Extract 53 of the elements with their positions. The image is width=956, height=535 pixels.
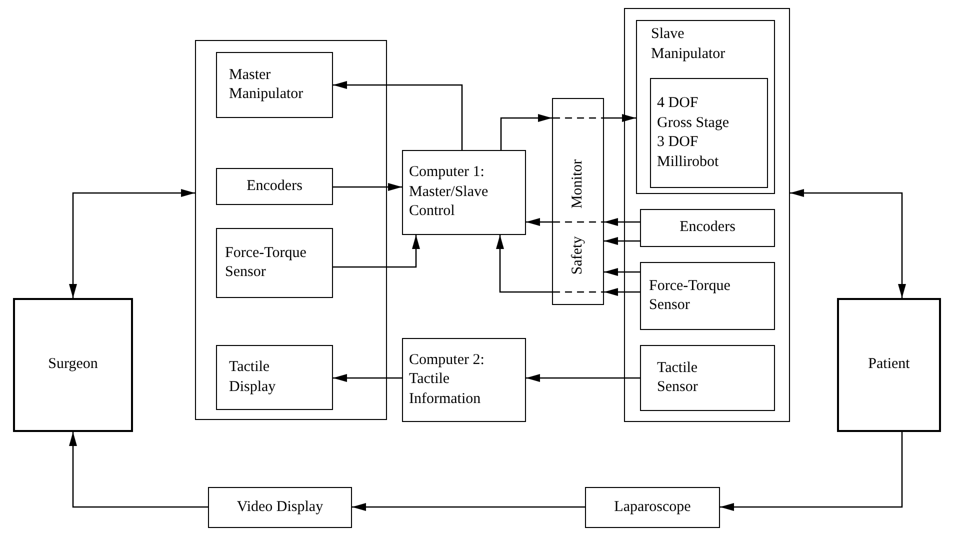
- arrow: [790, 189, 906, 298]
- node-label: Patient: [868, 355, 910, 374]
- arrow: [69, 432, 208, 508]
- node-label: Force-Torque Sensor: [225, 244, 308, 282]
- arrow: [333, 235, 420, 268]
- process-box: [650, 78, 768, 188]
- arrow: [604, 288, 640, 296]
- process-box: [216, 52, 333, 118]
- node-label: Computer 1: Master/Slave Control: [409, 163, 490, 222]
- process-box: [837, 298, 941, 432]
- arrow: [604, 114, 636, 122]
- node-label: Computer 2: Tactile Information: [409, 350, 486, 409]
- node-label: Laparoscope: [614, 498, 691, 517]
- group-box: [624, 8, 790, 422]
- process-box: [402, 150, 526, 235]
- arrow: [526, 218, 552, 226]
- node-label: Slave Manipulator: [651, 25, 726, 64]
- process-box: [636, 20, 775, 194]
- process-box: [640, 345, 775, 411]
- arrow: [720, 432, 903, 511]
- node-label: Video Display: [236, 498, 324, 517]
- arrow: [604, 218, 640, 226]
- arrow: [352, 503, 585, 511]
- node-label: Encoders: [246, 176, 302, 196]
- arrow: [333, 183, 402, 191]
- group-box: [195, 40, 387, 420]
- node-label: Force-Torque Sensor: [649, 276, 732, 315]
- arrow: [333, 374, 402, 382]
- node-label: Tactile Sensor: [657, 358, 699, 397]
- process-box: [208, 487, 352, 528]
- arrow: [333, 81, 463, 150]
- arrow: [69, 189, 195, 298]
- node-label: Surgeon: [48, 355, 98, 374]
- node-label: 4 DOF Gross Stage: [657, 94, 730, 132]
- node-label: Safety Monitor: [568, 159, 586, 275]
- process-box: [640, 209, 775, 247]
- process-box: [216, 345, 333, 410]
- node-label: Tactile Display: [229, 358, 277, 396]
- process-box: [640, 262, 775, 330]
- arrow: [496, 235, 552, 293]
- node-label: 3 DOF Millirobot: [657, 133, 720, 172]
- arrow: [500, 114, 552, 150]
- node-label: Encoders: [680, 218, 736, 238]
- process-box: [216, 228, 333, 298]
- arrow: [604, 237, 640, 245]
- node-label: Master Manipulator: [229, 66, 304, 104]
- process-box: [216, 168, 333, 205]
- process-box: [585, 487, 720, 528]
- arrow: [526, 374, 640, 382]
- process-box: [13, 298, 133, 432]
- process-box: [402, 338, 526, 422]
- arrow: [604, 268, 640, 276]
- monitor-box: [552, 98, 604, 305]
